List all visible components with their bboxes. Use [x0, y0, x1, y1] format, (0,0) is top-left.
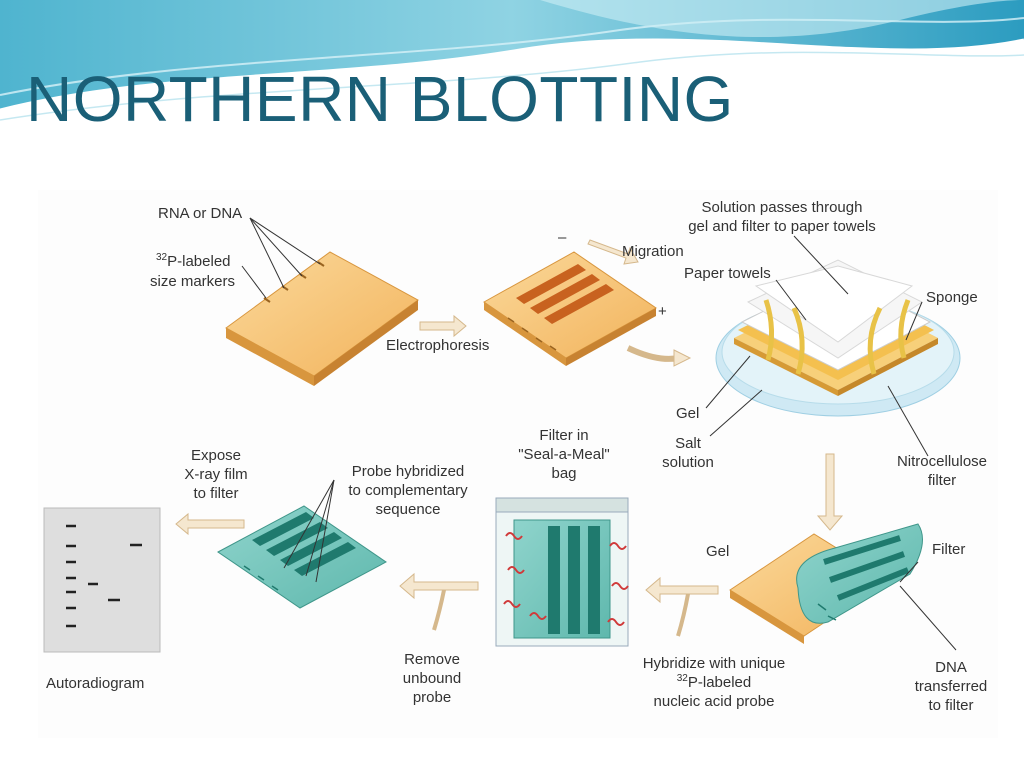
gel-separated-bands	[483, 251, 657, 366]
label-gel-bottom: Gel	[706, 543, 730, 560]
label-sponge: Sponge	[926, 289, 978, 306]
label-migration: Migration	[622, 243, 684, 260]
arrow-electrophoresis	[419, 314, 467, 338]
arrow-hybridize	[645, 576, 719, 637]
label-paper-towels: Paper towels	[684, 265, 771, 282]
label-size-markers: 32P-labeled	[156, 252, 231, 271]
gel-with-samples	[225, 251, 419, 386]
label-plus: +	[658, 303, 667, 320]
arrow-down	[816, 453, 844, 531]
slide-title: NORTHERN BLOTTING	[26, 63, 734, 135]
label-size-markers-line2: size markers	[150, 273, 236, 290]
gel-and-filter-peel	[729, 523, 923, 644]
pointer-lines-peel	[899, 561, 957, 651]
label-rna-or-dna: RNA or DNA	[158, 205, 243, 222]
autoradiogram-film	[43, 507, 161, 653]
arrow-migration	[587, 239, 639, 265]
pointer-lines-probe	[283, 479, 335, 583]
hybridized-filter	[217, 505, 387, 609]
label-electrophoresis: Electrophoresis	[386, 337, 490, 354]
seal-a-meal-bag	[495, 497, 629, 647]
arrow-to-transfer	[626, 345, 692, 367]
pointer-lines-transfer	[705, 235, 929, 457]
label-gel-top: Gel	[676, 405, 700, 422]
label-autoradiogram: Autoradiogram	[46, 675, 145, 692]
diagram-graphics	[43, 217, 961, 653]
label-minus: –	[558, 229, 567, 246]
arrow-expose	[175, 512, 245, 536]
transfer-apparatus	[715, 259, 961, 417]
label-filter-in-bag: Filter in"Seal-a-Meal"bag	[518, 427, 610, 482]
northern-blot-diagram: RNA or DNA 32P-labeled size markers Elec…	[38, 190, 998, 738]
arrow-remove-probe	[399, 572, 479, 631]
label-filter: Filter	[932, 541, 966, 558]
pointer-lines-rna	[241, 217, 321, 299]
header-wave-decoration	[0, 0, 1024, 121]
